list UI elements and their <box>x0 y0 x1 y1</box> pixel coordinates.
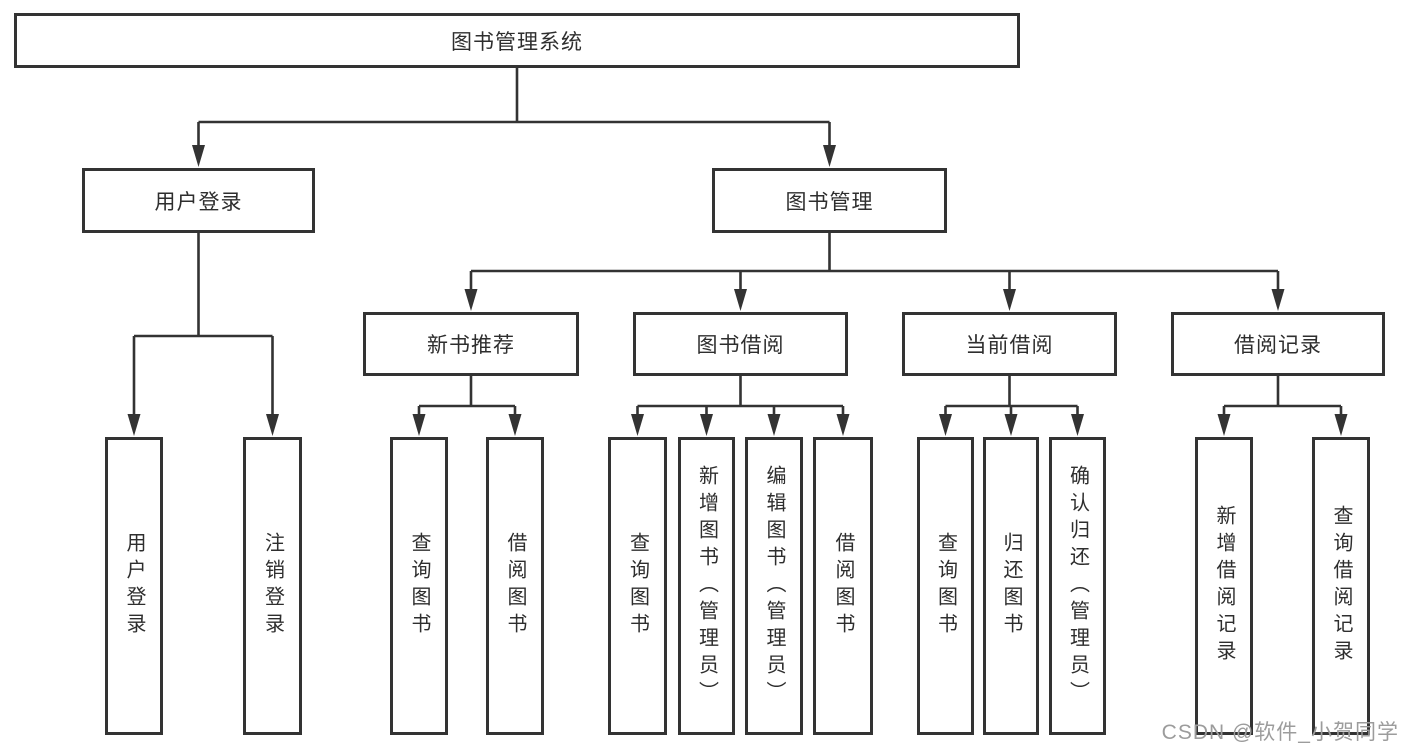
connector-group-recommend <box>412 376 522 436</box>
arrowhead <box>836 414 850 436</box>
leaf-recommend-borrow-book: 借阅图书 <box>486 437 544 735</box>
arrowhead <box>631 414 644 436</box>
arrowhead <box>1334 414 1348 436</box>
arrowhead <box>939 414 952 436</box>
connector-book-branch-to-groups <box>464 233 1285 311</box>
connector-group-borrow <box>631 376 850 436</box>
leaf-logout: 注销登录 <box>243 437 302 735</box>
arrowhead <box>266 414 279 436</box>
arrowhead <box>823 145 836 167</box>
leaf-borrow-query-book: 查询图书 <box>608 437 667 735</box>
leaf-current-query-book: 查询图书 <box>917 437 974 735</box>
node-book-management-branch: 图书管理 <box>712 168 947 233</box>
arrowhead <box>508 414 522 436</box>
csdn-watermark: CSDN @软件_小贺同学 <box>1161 721 1399 744</box>
arrowhead <box>734 289 747 311</box>
arrowhead <box>1271 289 1285 311</box>
leaf-recommend-query-book: 查询图书 <box>390 437 448 735</box>
connector-user-branch <box>127 233 279 436</box>
arrowhead <box>464 289 478 311</box>
leaf-user-login: 用户登录 <box>105 437 163 735</box>
arrowhead <box>1071 414 1084 436</box>
node-group-book-borrow: 图书借阅 <box>633 312 848 376</box>
arrowhead <box>767 414 781 436</box>
arrowhead <box>1217 414 1231 436</box>
node-group-current-borrow: 当前借阅 <box>902 312 1117 376</box>
node-group-borrow-records: 借阅记录 <box>1171 312 1385 376</box>
arrowhead <box>1004 414 1018 436</box>
arrowhead <box>412 414 426 436</box>
arrowhead <box>127 414 141 436</box>
leaf-current-confirm-return-admin: 确认归还（管理员） <box>1049 437 1106 735</box>
leaf-records-add-record: 新增借阅记录 <box>1195 437 1253 735</box>
arrowhead <box>700 414 713 436</box>
leaf-borrow-borrow-book: 借阅图书 <box>813 437 873 735</box>
leaf-records-query-record: 查询借阅记录 <box>1312 437 1370 735</box>
leaf-current-return-book: 归还图书 <box>983 437 1039 735</box>
leaf-borrow-add-book-admin: 新增图书（管理员） <box>678 437 735 735</box>
node-group-new-book-recommend: 新书推荐 <box>363 312 579 376</box>
connector-group-records <box>1217 376 1348 436</box>
leaf-borrow-edit-book-admin: 编辑图书（管理员） <box>745 437 803 735</box>
connector-root-to-level2 <box>192 68 836 167</box>
node-root-system: 图书管理系统 <box>14 13 1020 68</box>
arrowhead <box>1003 289 1016 311</box>
arrowhead <box>192 145 205 167</box>
connector-group-current <box>939 376 1084 436</box>
node-user-login-branch: 用户登录 <box>82 168 315 233</box>
